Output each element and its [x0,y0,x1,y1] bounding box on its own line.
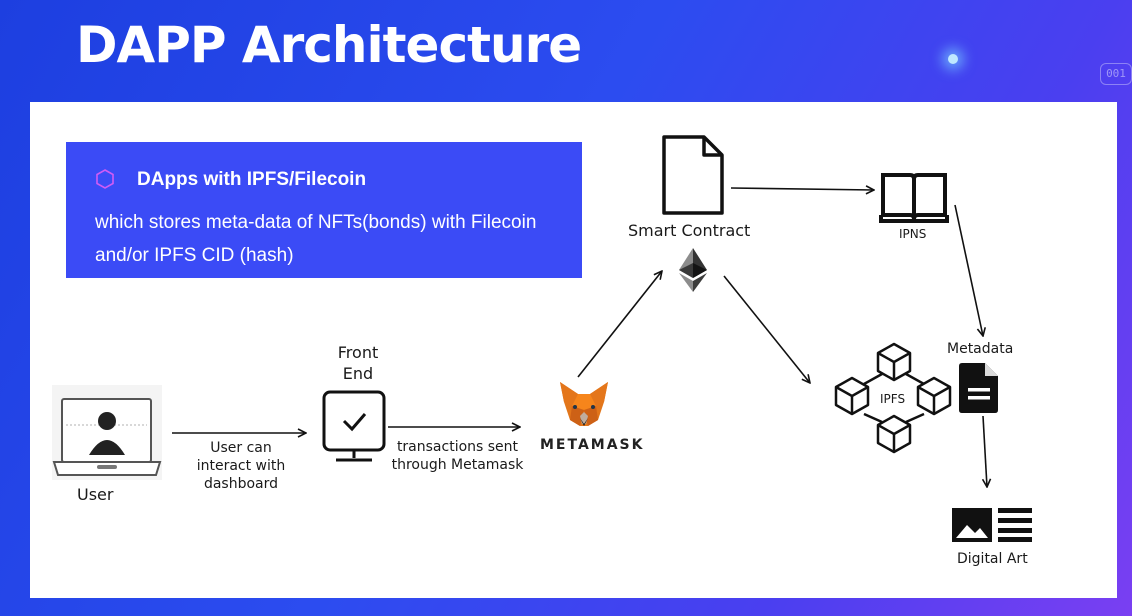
ethereum-icon [679,248,707,292]
slide-title: DAPP Architecture [76,16,582,74]
edge-label-line: interact with [196,458,286,474]
smart-contract-label: Smart Contract [628,221,751,240]
edge-label-line: through Metamask [391,457,524,473]
arrow-contract-to-ipns [730,188,874,190]
hexagon-icon [96,169,114,189]
digital-art-label: Digital Art [957,551,1028,567]
metadata-label: Metadata [947,341,1014,357]
arrow-ipns-to-metadata [954,204,983,336]
laptop-user-icon [52,385,162,480]
image-article-icon [952,508,1032,542]
ipns-label: IPNS [899,227,927,241]
arrow-metadata-to-digital-art [983,415,987,487]
metamask-label: METAMASK [540,437,645,453]
front-end-label-line: End [342,364,374,383]
document-icon [662,135,724,215]
info-body: which stores meta-data of NFTs(bonds) wi… [95,212,537,266]
front-end-label: Front End [314,342,402,384]
edge-label-line: dashboard [203,476,279,492]
edge-label-line: User can [210,440,272,456]
front-end-label-line: Front [337,343,379,362]
info-heading: DApps with IPFS/Filecoin [137,169,367,190]
edge-label-line: transactions sent [396,439,519,455]
book-icon [879,173,949,223]
metamask-fox-icon [560,382,608,426]
user-label: User [77,485,114,504]
glow-dot [948,54,958,64]
file-icon [959,363,998,413]
info-box: DApps with IPFS/Filecoin which stores me… [66,142,582,278]
monitor-check-icon [322,390,386,462]
arrow-metamask-to-ethereum [577,271,662,378]
ipfs-cubes-icon [834,342,952,454]
edge-label-frontend-to-metamask: transactions sent through Metamask [385,438,530,474]
edge-label-user-to-frontend: User can interact with dashboard [186,439,296,493]
arrow-ethereum-to-ipfs [723,275,810,383]
ipfs-label: IPFS [880,392,906,406]
